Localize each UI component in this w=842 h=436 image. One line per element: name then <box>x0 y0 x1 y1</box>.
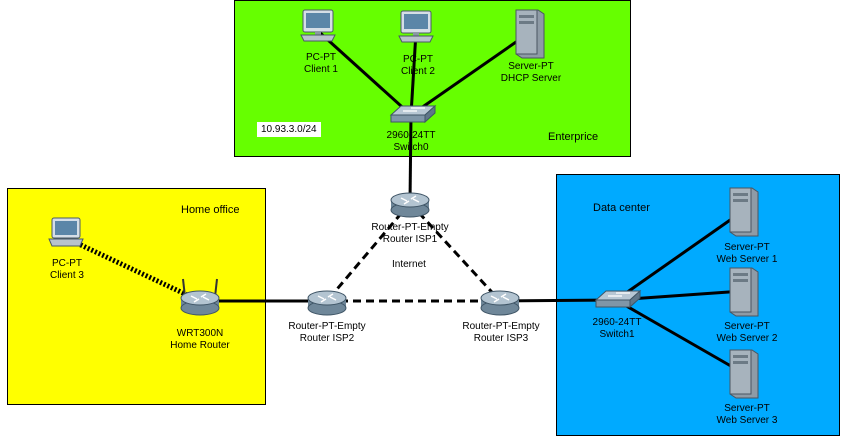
client3-model: PC-PT <box>52 258 82 269</box>
internet-label: Internet <box>388 257 430 272</box>
web3-model: Server-PT <box>724 403 770 414</box>
web1-server-icon[interactable] <box>729 187 759 237</box>
client2-pc-icon[interactable] <box>398 10 434 43</box>
isp1-name: Router ISP1 <box>382 234 438 245</box>
web2-name: Web Server 2 <box>716 333 778 344</box>
client1-name: Client 1 <box>304 64 338 75</box>
home-router-label: WRT300N Home Router <box>170 328 229 352</box>
switch1-name: Switch1 <box>599 329 635 340</box>
subnet-note: 10.93.3.0/24 <box>257 122 321 137</box>
isp2-name: Router ISP2 <box>299 333 355 344</box>
link-switch1-web1 <box>615 209 744 302</box>
switch1-switch-icon[interactable] <box>594 289 642 309</box>
switch0-model: 2960-24TT <box>386 130 436 141</box>
switch0-switch-icon[interactable] <box>389 104 437 124</box>
isp3-label: Router-PT-Empty Router ISP3 <box>462 321 539 345</box>
web1-label: Server-PT Web Server 1 <box>717 242 778 266</box>
client3-laptop-icon[interactable] <box>48 217 84 247</box>
isp2-model: Router-PT-Empty <box>288 321 366 332</box>
web3-name: Web Server 3 <box>716 415 778 426</box>
link-client1-switch0 <box>316 29 413 117</box>
switch0-label: 2960-24TT Switch0 <box>387 130 436 154</box>
link-dhcp-switch0 <box>410 31 530 117</box>
dhcp-name: DHCP Server <box>500 73 562 84</box>
link-switch0-isp1 <box>408 114 413 204</box>
client3-name: Client 3 <box>50 270 84 281</box>
web3-label: Server-PT Web Server 3 <box>717 403 778 427</box>
link-isp1-isp2 <box>325 202 412 302</box>
dhcp-label: Server-PT DHCP Server <box>501 61 561 85</box>
isp2-router-icon[interactable] <box>307 290 347 316</box>
web1-name: Web Server 1 <box>716 254 778 265</box>
enterprise-label: Enterprice <box>548 131 599 143</box>
web3-server-icon[interactable] <box>729 349 759 399</box>
web2-model: Server-PT <box>724 321 770 332</box>
client2-model: PC-PT <box>403 54 433 65</box>
switch1-model: 2960-24TT <box>592 317 642 328</box>
switch1-label: 2960-24TT Switch1 <box>593 317 642 341</box>
isp3-model: Router-PT-Empty <box>462 321 540 332</box>
isp3-router-icon[interactable] <box>480 290 520 316</box>
web2-label: Server-PT Web Server 2 <box>717 321 778 345</box>
isp1-label: Router-PT-Empty Router ISP1 <box>371 222 448 246</box>
client2-name: Client 2 <box>401 66 435 77</box>
client1-label: PC-PT Client 1 <box>304 52 338 76</box>
home-office-label: Home office <box>181 204 240 216</box>
isp2-label: Router-PT-Empty Router ISP2 <box>288 321 365 345</box>
isp1-model: Router-PT-Empty <box>371 222 449 233</box>
data-center-label: Data center <box>593 202 650 214</box>
client3-label: PC-PT Client 3 <box>50 258 84 282</box>
client1-pc-icon[interactable] <box>300 9 336 42</box>
link-client3-home_router <box>64 235 202 304</box>
isp1-router-icon[interactable] <box>390 192 430 218</box>
home-office-area <box>7 188 266 405</box>
home-router-name: Home Router <box>170 340 230 351</box>
web1-model: Server-PT <box>724 242 770 253</box>
switch0-name: Switch0 <box>393 142 429 153</box>
link-client2-switch0 <box>409 31 418 116</box>
dhcp-server-icon[interactable] <box>515 9 545 59</box>
dhcp-model: Server-PT <box>508 61 554 72</box>
home-router-model: WRT300N <box>176 328 224 339</box>
isp3-name: Router ISP3 <box>473 333 529 344</box>
client1-model: PC-PT <box>306 52 336 63</box>
client2-label: PC-PT Client 2 <box>401 54 435 78</box>
web2-server-icon[interactable] <box>729 267 759 317</box>
home_router-wireless-router-icon[interactable] <box>180 278 220 316</box>
link-switch1-web3 <box>615 298 744 375</box>
link-isp1-isp3 <box>408 201 502 303</box>
